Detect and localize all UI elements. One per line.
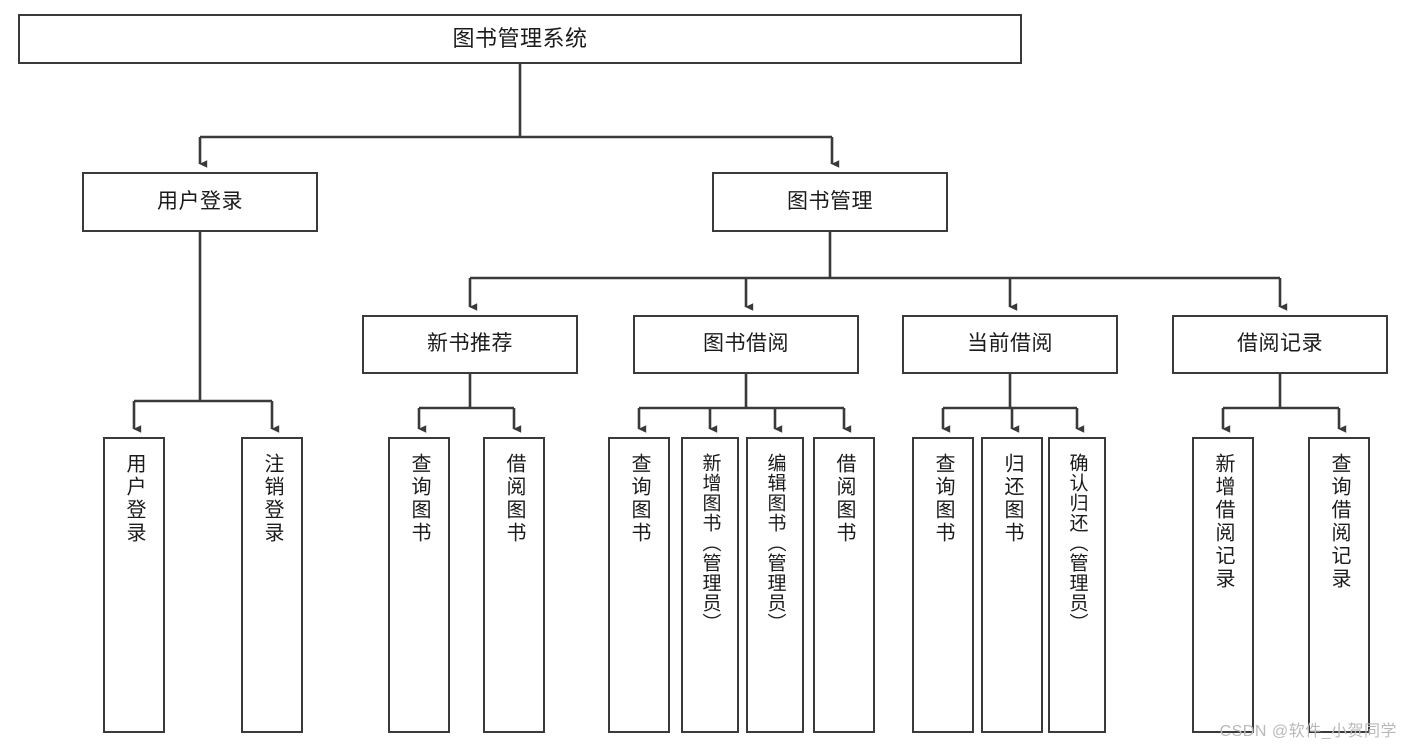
node-level1-user-login[interactable]: 用户登录 [82,172,318,232]
node-leaf-add-borrow-record[interactable]: 新增借阅记录 [1192,437,1254,733]
node-leaf-query-borrow-record[interactable]: 查询借阅记录 [1308,437,1370,733]
node-leaf-logout-label: 注销登录 [261,453,283,545]
node-leaf-borrow-book[interactable]: 借阅图书 [813,437,875,733]
node-root-label: 图书管理系统 [452,26,588,52]
node-leaf-query-book-current[interactable]: 查询图书 [912,437,974,733]
node-root[interactable]: 图书管理系统 [18,14,1022,64]
node-level2-borrow-record[interactable]: 借阅记录 [1172,315,1388,374]
node-level1-book-management[interactable]: 图书管理 [712,172,948,232]
node-leaf-logout[interactable]: 注销登录 [241,437,303,733]
node-level2-current-borrow[interactable]: 当前借阅 [902,315,1118,374]
node-level1-user-login-label: 用户登录 [157,189,243,213]
node-leaf-borrow-book-recommend[interactable]: 借阅图书 [483,437,545,733]
node-leaf-borrow-book-recommend-label: 借阅图书 [503,453,525,545]
node-level2-borrow-record-label: 借阅记录 [1237,332,1323,356]
node-leaf-query-book-recommend-label: 查询图书 [408,453,430,545]
node-level2-new-book-recommend-label: 新书推荐 [427,332,513,356]
node-leaf-add-borrow-record-label: 新增借阅记录 [1212,453,1234,591]
node-leaf-edit-book-admin[interactable]: 编辑图书（管理员） [746,437,804,733]
node-leaf-query-book-borrow[interactable]: 查询图书 [608,437,670,733]
node-leaf-user-login-label: 用户登录 [123,453,145,545]
node-leaf-borrow-book-label: 借阅图书 [833,453,855,545]
node-leaf-user-login[interactable]: 用户登录 [103,437,165,733]
node-leaf-query-book-recommend[interactable]: 查询图书 [388,437,450,733]
node-leaf-query-book-borrow-label: 查询图书 [628,453,650,545]
node-leaf-confirm-return-admin[interactable]: 确认归还（管理员） [1048,437,1106,733]
node-level1-book-management-label: 图书管理 [787,189,873,213]
csdn-watermark: CSDN @软件_小贺同学 [1219,723,1397,740]
node-level2-current-borrow-label: 当前借阅 [967,332,1053,356]
node-leaf-query-book-current-label: 查询图书 [932,453,954,545]
node-level2-book-borrow[interactable]: 图书借阅 [633,315,859,374]
node-level2-new-book-recommend[interactable]: 新书推荐 [362,315,578,374]
node-leaf-confirm-return-admin-label: 确认归还（管理员） [1066,453,1088,633]
node-leaf-return-book[interactable]: 归还图书 [981,437,1043,733]
node-level2-book-borrow-label: 图书借阅 [703,332,789,356]
node-leaf-return-book-label: 归还图书 [1001,453,1023,545]
node-leaf-add-book-admin-label: 新增图书（管理员） [699,453,721,633]
node-leaf-add-book-admin[interactable]: 新增图书（管理员） [681,437,739,733]
node-leaf-edit-book-admin-label: 编辑图书（管理员） [764,453,786,633]
node-leaf-query-borrow-record-label: 查询借阅记录 [1328,453,1350,591]
